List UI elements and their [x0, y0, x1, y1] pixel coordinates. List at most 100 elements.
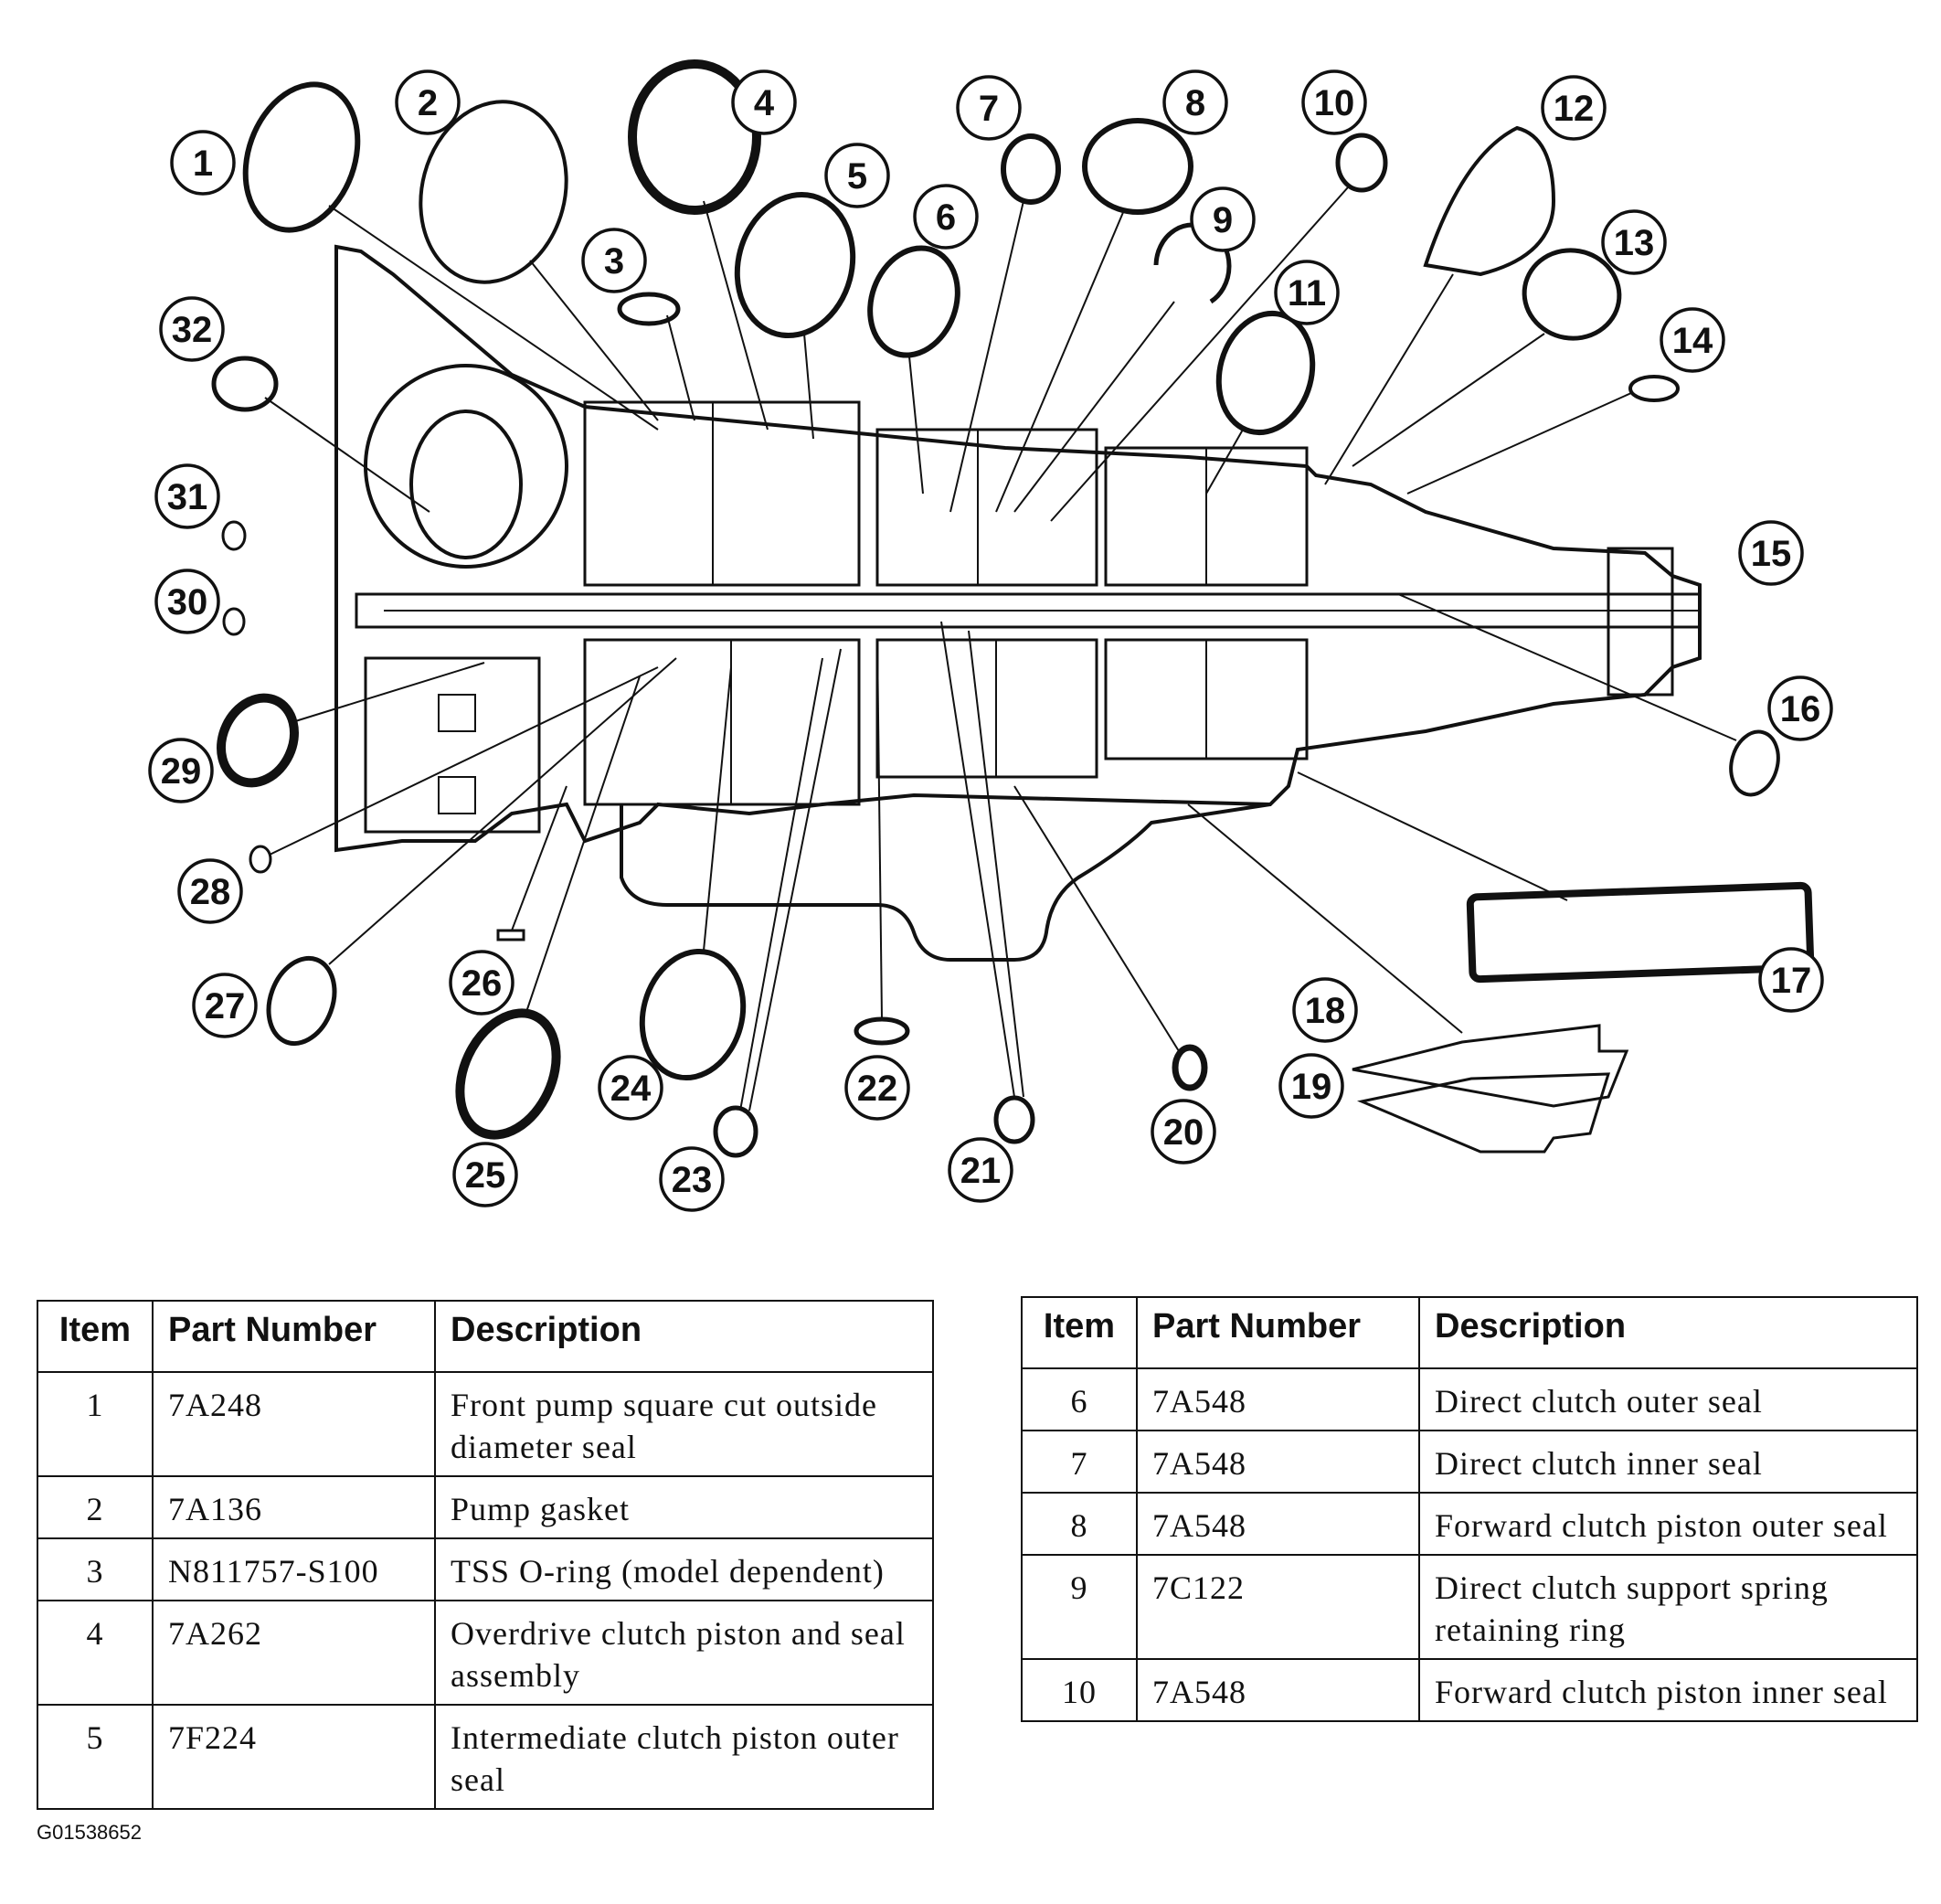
- callout-circle: [659, 1146, 725, 1212]
- callout-circle: [452, 1142, 518, 1207]
- callout-number: 12: [1554, 89, 1595, 129]
- callout-number: 23: [672, 1160, 713, 1200]
- header-item: Item: [37, 1300, 154, 1373]
- row-description: Overdrive clutch piston and seal assembl…: [434, 1600, 934, 1706]
- callout-circle: [170, 130, 236, 196]
- seal-25: [455, 1008, 561, 1140]
- callout-11: 11: [1274, 260, 1340, 325]
- callout-18: 18: [1292, 977, 1358, 1043]
- callout-31: 31: [154, 463, 220, 529]
- table-row: 10 7A548 Forward clutch piston inner sea…: [1021, 1658, 1918, 1722]
- callout-8: 8: [1162, 69, 1228, 135]
- callout-number: 28: [190, 872, 231, 912]
- oil-pan-outline: [620, 803, 1271, 962]
- callout-circle: [192, 973, 258, 1038]
- torque-converter: [409, 410, 523, 559]
- header-item: Item: [1021, 1296, 1138, 1369]
- seal-20: [1172, 1044, 1208, 1091]
- callout-circle: [1190, 186, 1256, 252]
- callout-number: 2: [418, 83, 438, 123]
- piston-4: [628, 59, 761, 215]
- callout-circle: [844, 1055, 910, 1121]
- callout-circle: [1301, 69, 1367, 135]
- header-description: Description: [434, 1300, 934, 1373]
- callout-number: 29: [161, 751, 202, 792]
- seal-31: [221, 520, 247, 551]
- o-ring-22: [854, 1016, 910, 1046]
- callout-4: 4: [731, 69, 797, 135]
- callout-circle: [154, 569, 220, 634]
- callout-circle: [1162, 69, 1228, 135]
- row-part-number: 7A548: [1136, 1367, 1420, 1431]
- parts-table-left: Item Part Number Description 1 7A248 Fro…: [37, 1300, 934, 1810]
- callout-number: 18: [1305, 991, 1346, 1031]
- row-description: Direct clutch outer seal: [1418, 1367, 1918, 1431]
- seal-8: [1082, 118, 1193, 215]
- callout-number: 11: [1288, 273, 1326, 314]
- callout-circle: [395, 69, 461, 135]
- callout-12: 12: [1541, 75, 1607, 141]
- callout-16: 16: [1767, 675, 1833, 741]
- seal-10: [1335, 133, 1388, 193]
- callout-13: 13: [1601, 209, 1667, 275]
- callout-circle: [581, 228, 647, 293]
- callout-number: 22: [857, 1069, 898, 1109]
- seal-16: [1729, 729, 1780, 797]
- seal-13: [1522, 248, 1622, 341]
- row-description: Forward clutch piston outer seal: [1418, 1492, 1918, 1556]
- seal-29: [217, 693, 299, 788]
- callout-14: 14: [1660, 307, 1725, 373]
- row-part-number: 7A548: [1136, 1492, 1420, 1556]
- callout-circle: [1738, 520, 1804, 586]
- figure-code: G01538652: [37, 1821, 142, 1844]
- callout-circle: [731, 69, 797, 135]
- row-item: 4: [37, 1600, 154, 1706]
- callout-21: 21: [948, 1137, 1013, 1203]
- callout-number: 17: [1771, 961, 1812, 1001]
- callout-28: 28: [177, 858, 243, 924]
- table-row: 4 7A262 Overdrive clutch piston and seal…: [37, 1600, 934, 1706]
- header-part-number: Part Number: [1136, 1296, 1420, 1369]
- seal-32: [211, 356, 279, 412]
- callout-25: 25: [452, 1142, 518, 1207]
- parts-table-right: Item Part Number Description 6 7A548 Dir…: [1021, 1296, 1918, 1722]
- seal-30: [222, 607, 246, 636]
- seal-7: [1001, 133, 1061, 205]
- table-header-row: Item Part Number Description: [1021, 1296, 1918, 1369]
- callout-number: 25: [465, 1155, 506, 1196]
- callout-circle: [1541, 75, 1607, 141]
- row-description: Front pump square cut outside diameter s…: [434, 1371, 934, 1477]
- callout-27: 27: [192, 973, 258, 1038]
- row-item: 5: [37, 1704, 154, 1810]
- callout-number: 8: [1185, 83, 1205, 123]
- callout-circle: [948, 1137, 1013, 1203]
- callout-number: 1: [193, 144, 213, 184]
- callout-number: 6: [936, 197, 956, 238]
- callout-circle: [1660, 307, 1725, 373]
- callout-number: 4: [754, 83, 775, 123]
- callout-32: 32: [159, 296, 225, 362]
- callout-number: 7: [979, 89, 999, 129]
- table-header-row: Item Part Number Description: [37, 1300, 934, 1373]
- row-description: Forward clutch piston inner seal: [1418, 1658, 1918, 1722]
- transmission-case-outline: [334, 244, 1702, 853]
- callout-number: 24: [610, 1069, 652, 1109]
- callout-circle: [1278, 1053, 1344, 1119]
- callout-number: 9: [1213, 200, 1233, 240]
- row-part-number: 7A548: [1136, 1658, 1420, 1722]
- row-part-number: N811757-S100: [152, 1537, 436, 1601]
- callout-number: 20: [1163, 1112, 1204, 1153]
- row-description: TSS O-ring (model dependent): [434, 1537, 934, 1601]
- callout-number: 19: [1291, 1067, 1332, 1107]
- callout-circle: [913, 184, 979, 250]
- callout-circle: [148, 738, 214, 803]
- callout-20: 20: [1151, 1099, 1216, 1165]
- callout-2: 2: [395, 69, 461, 135]
- callout-circle: [598, 1055, 663, 1121]
- table-row: 1 7A248 Front pump square cut outside di…: [37, 1371, 934, 1477]
- callout-number: 10: [1314, 83, 1355, 123]
- callout-circle: [1767, 675, 1833, 741]
- row-item: 3: [37, 1537, 154, 1601]
- table-row: 3 N811757-S100 TSS O-ring (model depende…: [37, 1537, 934, 1601]
- header-part-number: Part Number: [152, 1300, 436, 1373]
